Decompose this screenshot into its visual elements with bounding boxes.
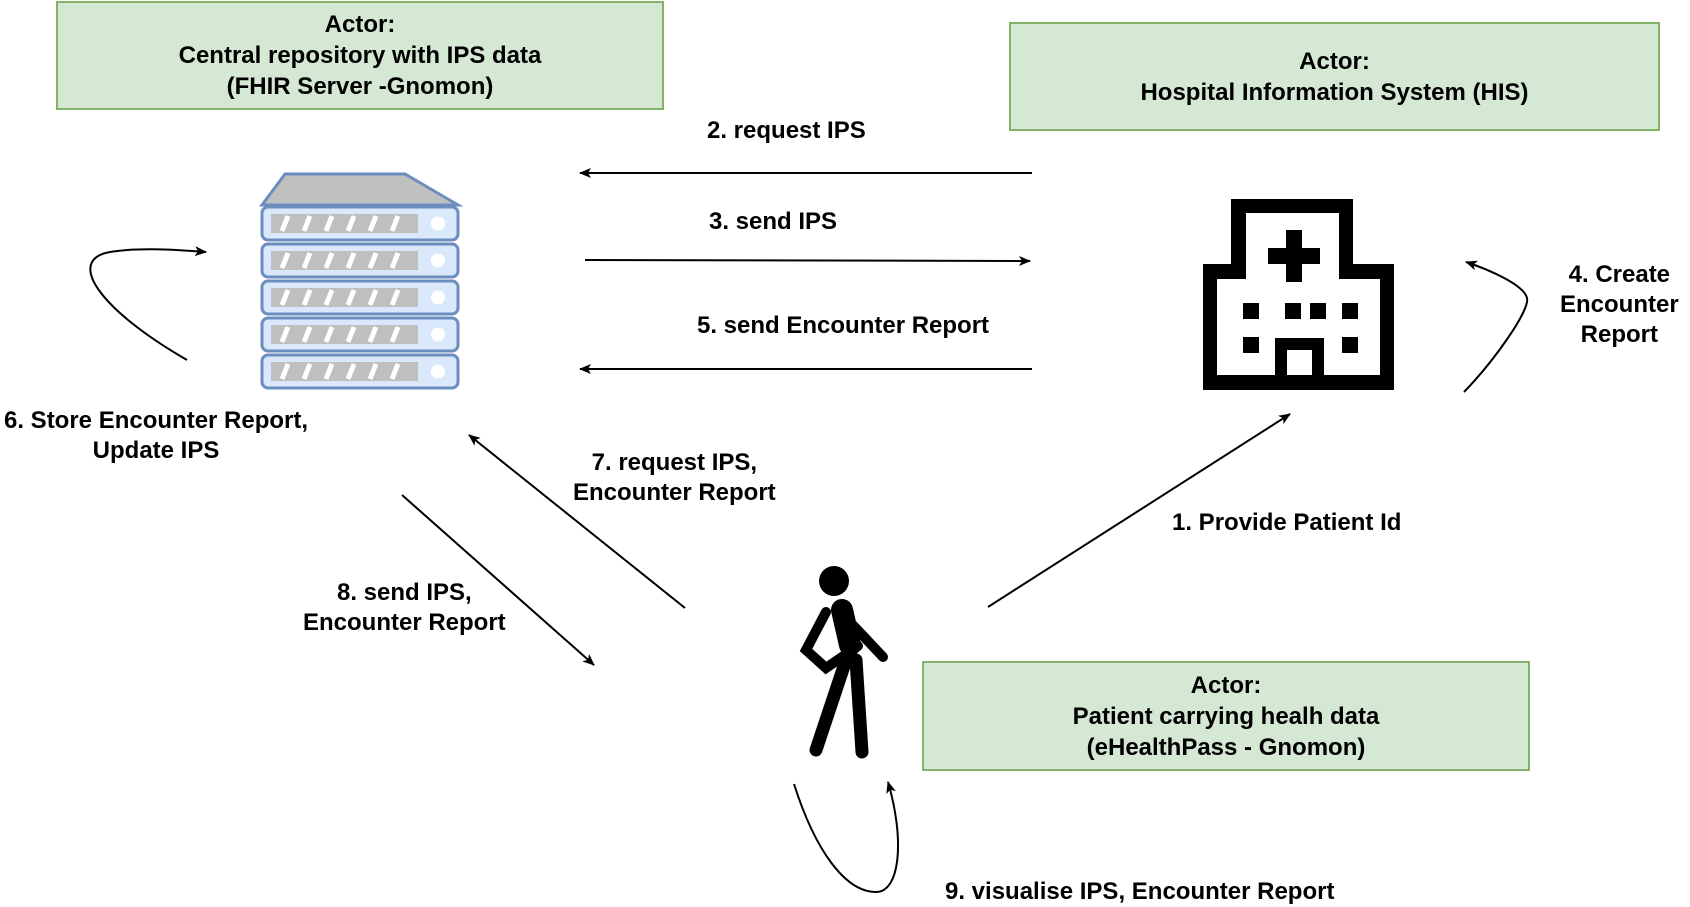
server-rack-stripe [323, 326, 335, 343]
step-6-label: 6. Store Encounter Report, Update IPS [4, 406, 308, 466]
server-rack-stripe [367, 326, 379, 343]
server-rack-stripe [367, 215, 379, 232]
actor-his-box: Actor: Hospital Information System (HIS) [1009, 22, 1660, 131]
server-rack-stripe [279, 215, 291, 232]
server-rack-led [431, 290, 445, 305]
step-4-line-3: Report [1580, 321, 1659, 348]
step-8-line-2: Encounter Report [303, 609, 506, 636]
server-rack-led [431, 327, 445, 342]
arrow-request-ips-encounter [468, 434, 686, 609]
arrow-send-ips-encounter [401, 494, 595, 666]
server-rack-stripe [345, 289, 357, 306]
step-5-label: 5. send Encounter Report [697, 312, 990, 339]
server-rack-stripe [389, 252, 401, 269]
arrow-visualise-loop [793, 781, 900, 894]
server-rack-stripe [323, 252, 335, 269]
server-rack-stripe [279, 289, 291, 306]
server-icon [259, 172, 464, 390]
step-4-line-1: 4. Create [1568, 261, 1671, 288]
step-9-label: 9. visualise IPS, Encounter Report [945, 878, 1335, 905]
server-rack-stripe [301, 215, 313, 232]
actor-patient-box: Actor: Patient carrying healh data (eHea… [922, 661, 1530, 771]
server-rack-stripe [323, 289, 335, 306]
server-rack-stripe [345, 252, 357, 269]
server-rack-led [431, 364, 445, 379]
step-6-line-2: Update IPS [92, 437, 220, 464]
step-3-label: 3. send IPS [709, 208, 838, 235]
step-2-label: 2. request IPS [707, 117, 866, 144]
step-8-line-1: 8. send IPS, [336, 579, 472, 606]
server-rack-stripe [345, 215, 357, 232]
actor-repository-detail: (FHIR Server -Gnomon) [226, 73, 494, 100]
step-1-label: 1. Provide Patient Id [1172, 509, 1402, 536]
actor-his-title: Actor: [1299, 47, 1370, 75]
server-rack-stripe [279, 363, 291, 380]
server-rack-stripe [323, 363, 335, 380]
server-rack-stripe [345, 363, 357, 380]
actor-his-name: Hospital Information System (HIS) [1140, 78, 1529, 106]
server-rack-stripe [345, 326, 357, 343]
server-rack-stripe [279, 326, 291, 343]
server-rack-stripe [301, 252, 313, 269]
server-rack-stripe [389, 289, 401, 306]
server-rack-stripe [389, 363, 401, 380]
actor-patient-title: Actor: [1190, 671, 1262, 699]
actor-repository-box: Actor: Central repository with IPS data … [56, 1, 664, 110]
server-rack-stripe [301, 363, 313, 380]
arrow-create-report-loop [1463, 260, 1529, 393]
server-rack-led [431, 216, 445, 231]
step-8-label: 8. send IPS, Encounter Report [303, 578, 506, 638]
server-rack-stripe [323, 215, 335, 232]
server-rack-stripe [367, 252, 379, 269]
actor-repository-name: Central repository with IPS data [178, 42, 542, 69]
patient-icon [799, 566, 888, 759]
arrows [89, 168, 1529, 894]
actor-patient-name: Patient carrying healh data [1072, 702, 1380, 730]
server-rack-stripe [301, 289, 313, 306]
actor-repository-title: Actor: [324, 11, 396, 38]
server-rack-stripe [301, 326, 313, 343]
step-6-line-1: 6. Store Encounter Report, [4, 407, 309, 434]
step-4-label: 4. Create Encounter Report [1560, 260, 1679, 350]
step-4-line-2: Encounter [1560, 291, 1679, 318]
arrow-store-update-loop [89, 246, 207, 361]
actor-patient-detail: (eHealthPass - Gnomon) [1086, 733, 1366, 761]
arrow-send-ips [584, 255, 1031, 266]
step-7-line-2: Encounter Report [573, 479, 776, 506]
server-rack-stripe [367, 363, 379, 380]
step-7-line-1: 7. request IPS, [591, 449, 758, 476]
server-rack-stripe [389, 215, 401, 232]
arrow-provide-patient-id [987, 413, 1291, 608]
server-rack-stripe [279, 252, 291, 269]
server-rack-led [431, 253, 445, 268]
step-7-label: 7. request IPS, Encounter Report [573, 448, 776, 508]
hospital-icon [1203, 199, 1394, 390]
server-rack-stripe [389, 326, 401, 343]
server-rack-stripe [367, 289, 379, 306]
